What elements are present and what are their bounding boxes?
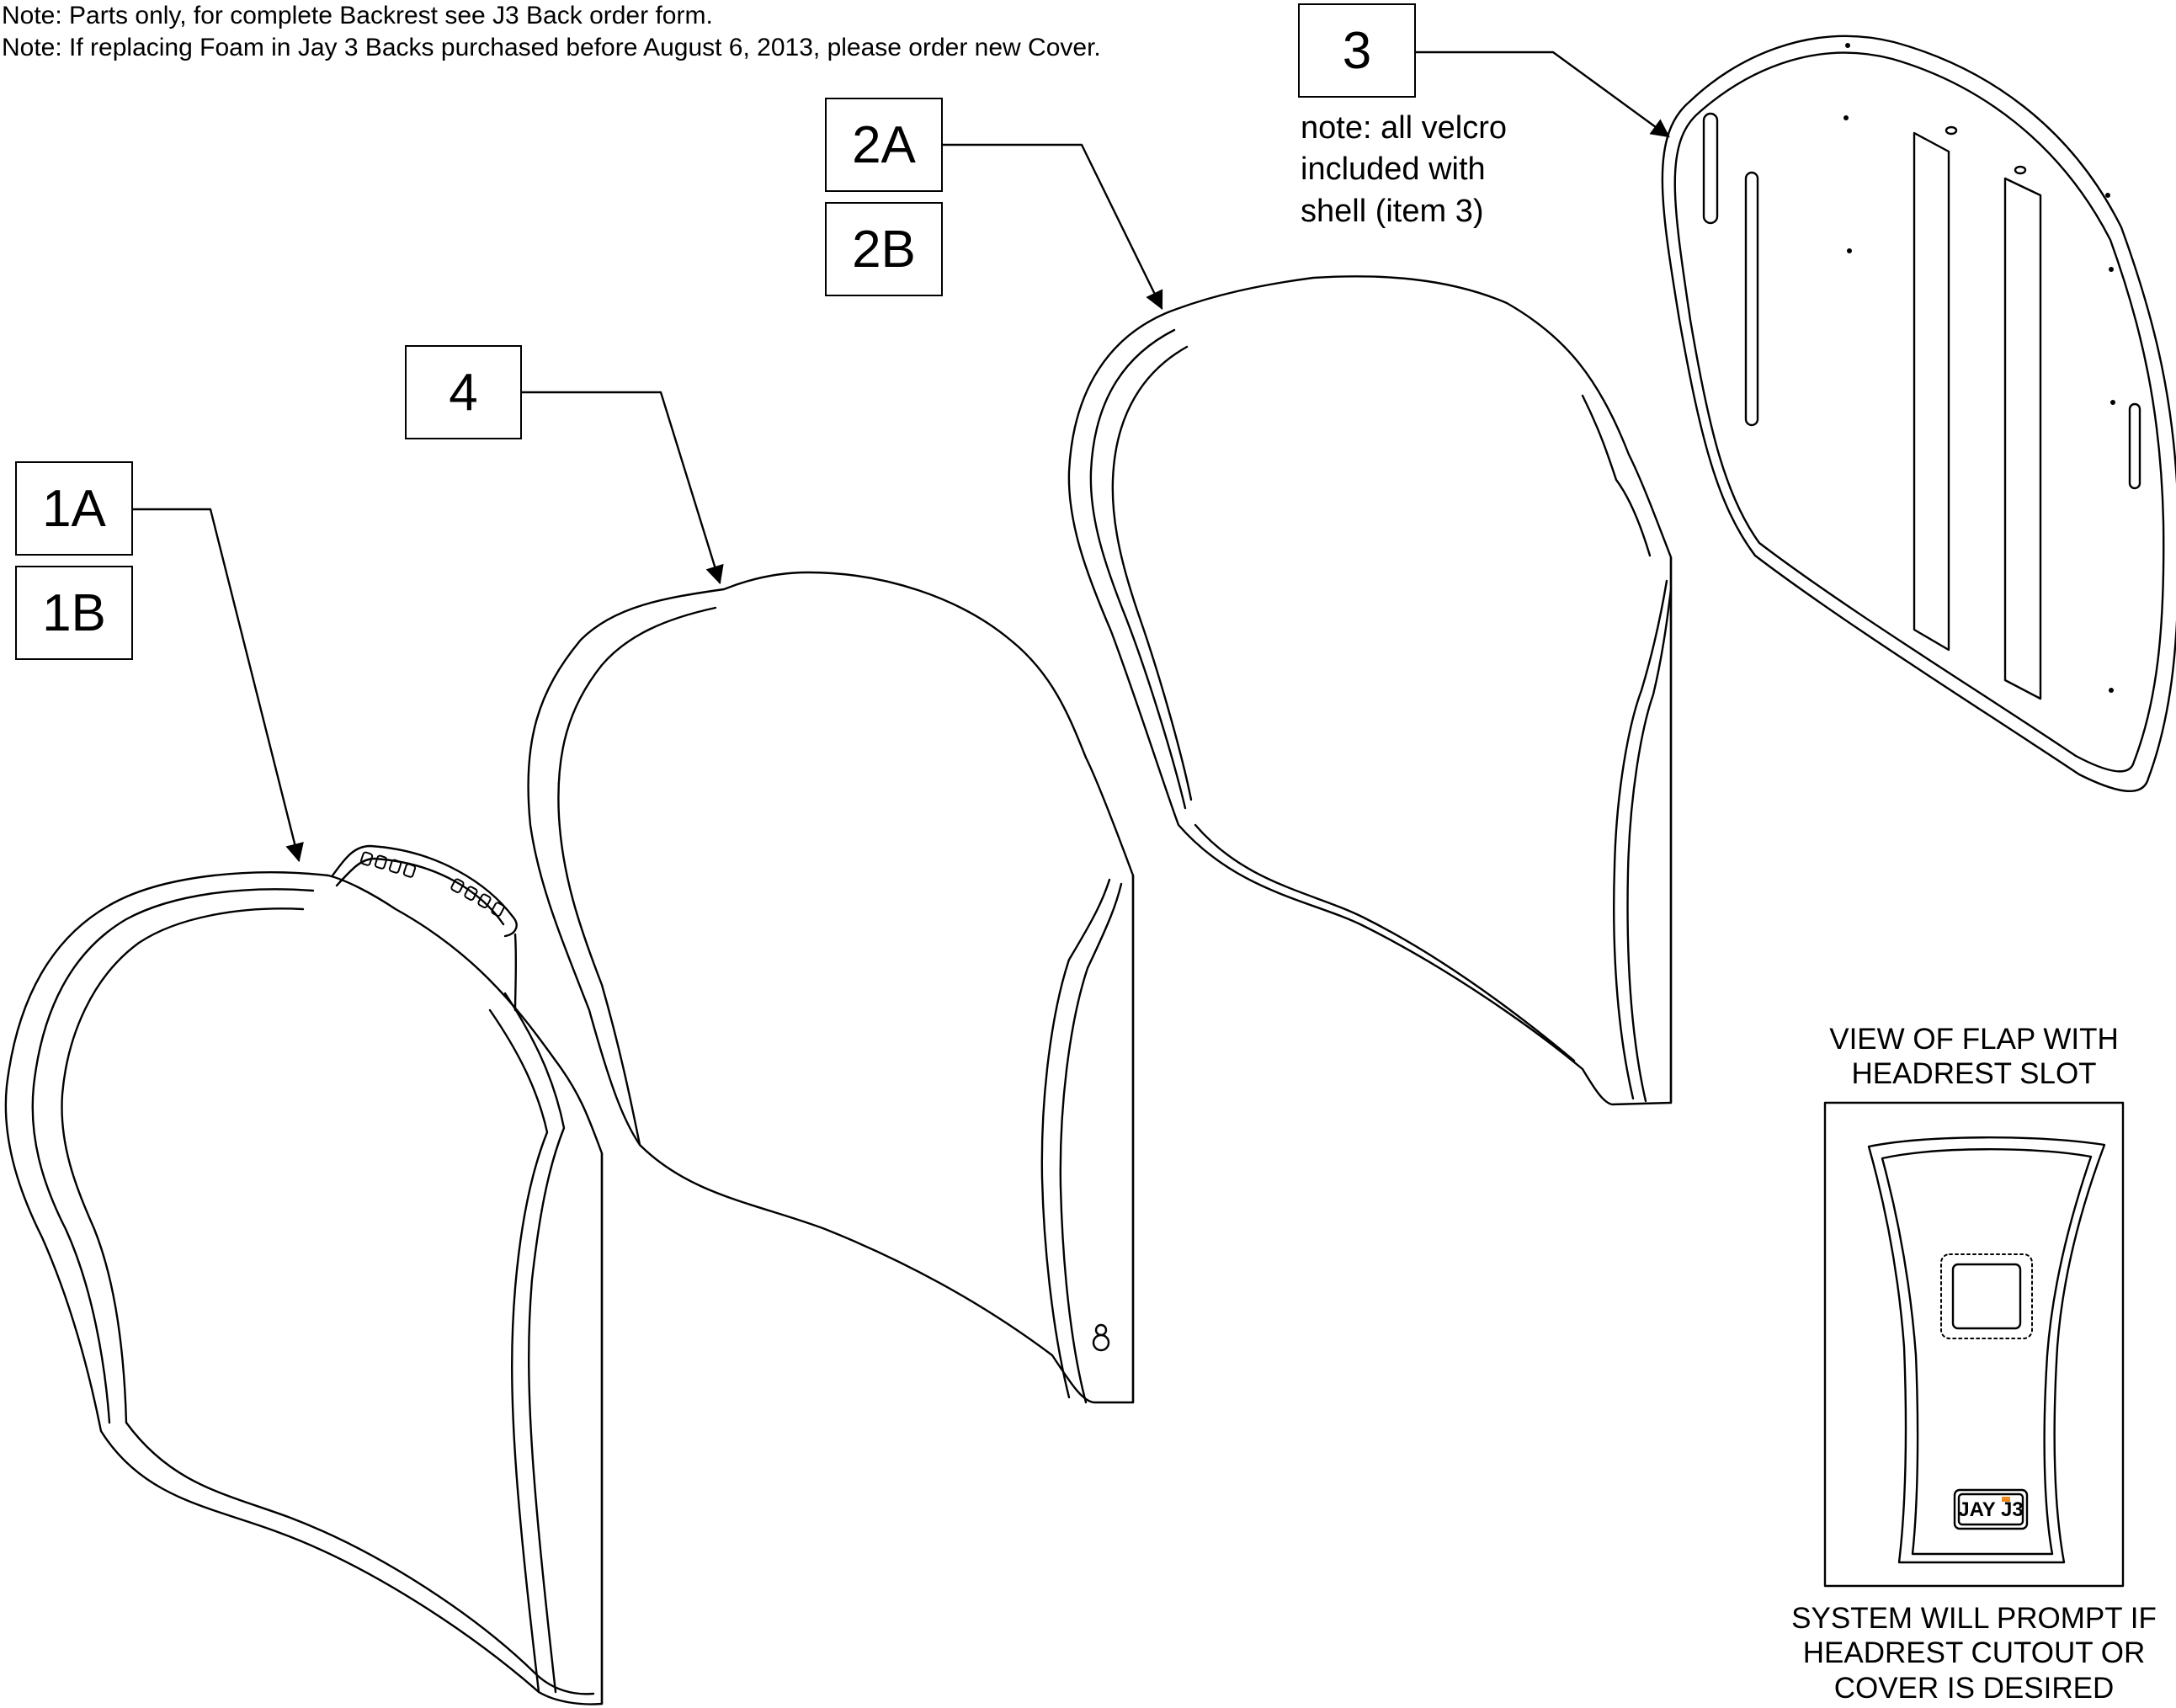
logo-accent (2002, 1497, 2010, 1502)
label-1b: 1B (15, 566, 133, 660)
leader-4 (520, 391, 724, 585)
note-foam-replacement: Note: If replacing Foam in Jay 3 Backs p… (2, 34, 1101, 61)
velcro-note-line: shell (item 3) (1301, 193, 1484, 229)
flap-view-title-line: HEADREST SLOT (1851, 1057, 2097, 1091)
flap-view-footer: SYSTEM WILL PROMPT IF HEADREST CUTOUT OR… (1785, 1601, 2163, 1705)
headrest-slot-outline (1940, 1253, 2033, 1339)
velcro-note-line: included with (1301, 152, 1486, 188)
shell-holes (1843, 43, 2115, 693)
shell-item-3 (1661, 35, 2176, 792)
label-2a: 2A (825, 98, 943, 192)
flap-view-title: VIEW OF FLAP WITH HEADREST SLOT (1806, 1022, 2142, 1092)
shell-slot-1 (1702, 112, 1719, 225)
zipper-pull (1092, 1333, 1110, 1352)
flap-view: JAY J3 (1823, 1101, 2125, 1588)
leader-3 (1414, 51, 1670, 138)
flap-view-frame (1823, 1101, 2125, 1588)
leader-2a (941, 143, 1163, 310)
note-parts-only: Note: Parts only, for complete Backrest … (2, 2, 713, 29)
flap-view-footer-line: SYSTEM WILL PROMPT IF (1791, 1602, 2157, 1635)
jay-logo-badge (1953, 1488, 2029, 1530)
label-2b: 2B (825, 202, 943, 296)
label-4: 4 (405, 345, 522, 439)
flap-view-title-line: VIEW OF FLAP WITH (1829, 1023, 2119, 1056)
shell-rail-1 (1913, 131, 1950, 652)
velcro-tabs (359, 851, 505, 917)
flap-outline (1867, 1136, 2106, 1564)
foam-item-4 (527, 571, 1135, 1404)
shell-slot-3 (2128, 402, 2141, 490)
zipper-ring (1094, 1323, 1108, 1337)
label-1a: 1A (15, 461, 133, 556)
cover-item-2 (1067, 275, 1673, 1106)
cover-item-1 (4, 844, 604, 1705)
velcro-note: note: all velcro included with shell (it… (1301, 108, 1507, 232)
headrest-slot (1951, 1263, 2022, 1330)
shell-rail-2 (2003, 177, 2042, 700)
leader-1a (131, 508, 304, 863)
velcro-note-line: note: all velcro (1301, 110, 1508, 146)
jay-logo: JAY J3 (1958, 1498, 2023, 1521)
shell-slot-2 (1744, 171, 1759, 427)
flap-view-footer-line: COVER IS DESIRED (1833, 1671, 2115, 1705)
flap-view-footer-line: HEADREST CUTOUT OR (1802, 1636, 2146, 1670)
label-3: 3 (1298, 3, 1416, 98)
